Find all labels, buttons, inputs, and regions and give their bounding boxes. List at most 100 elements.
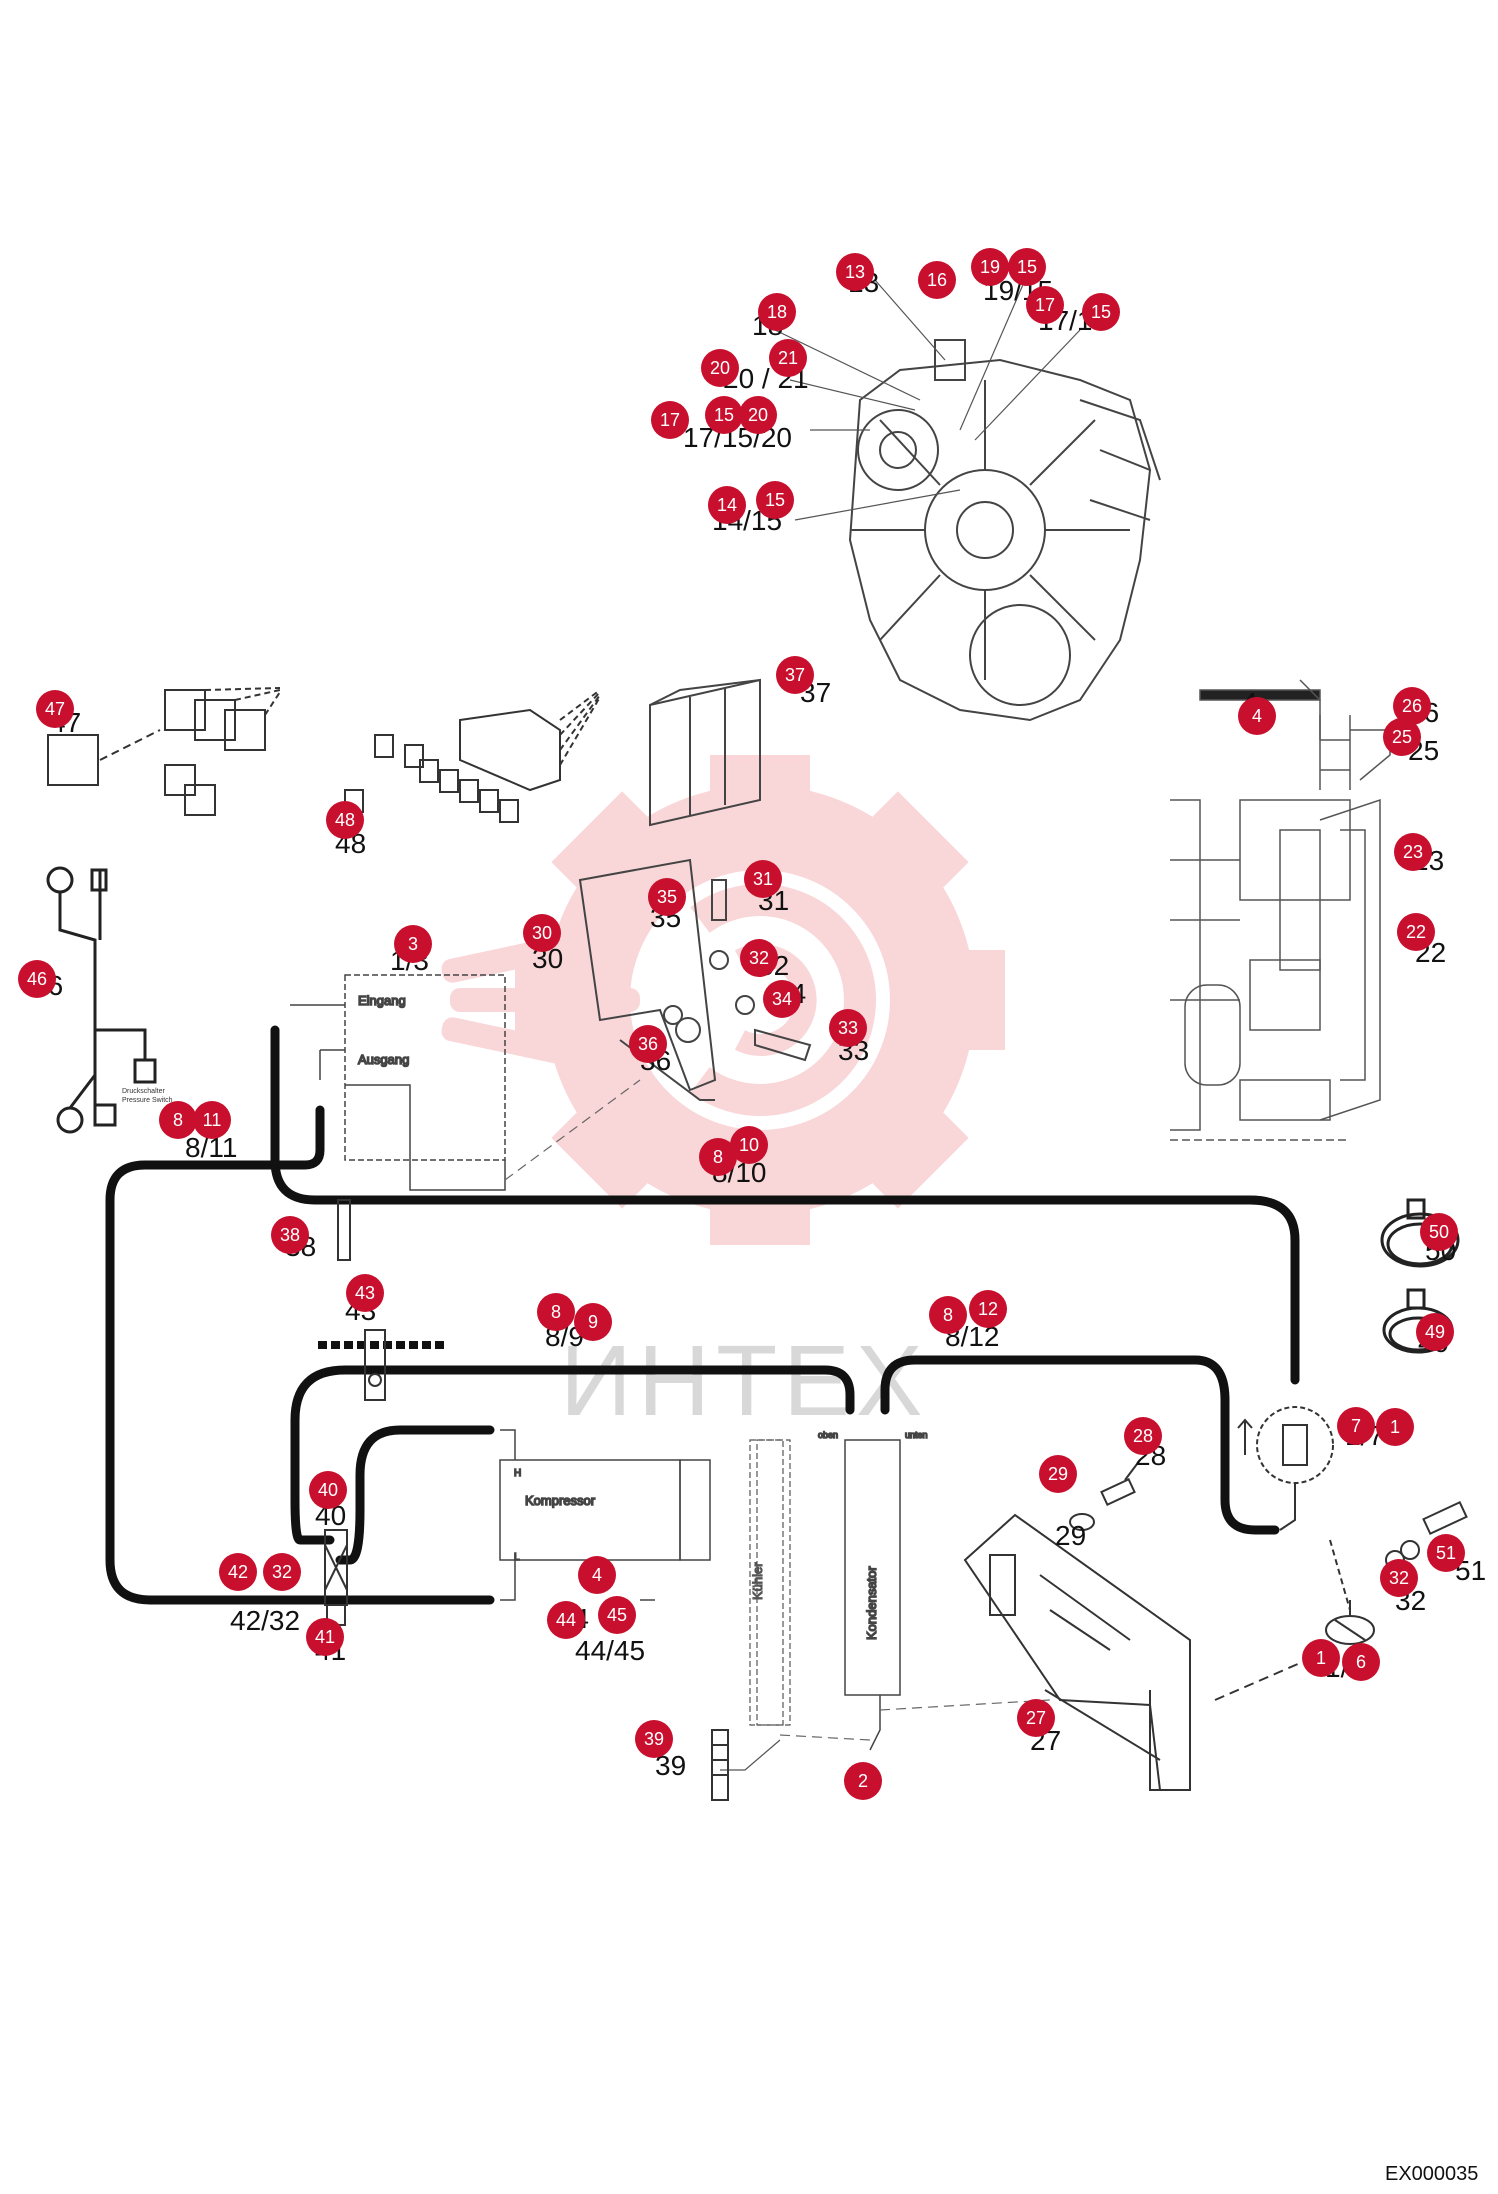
- callout-badge[interactable]: 2: [844, 1762, 882, 1800]
- callout-badge[interactable]: 20: [739, 396, 777, 434]
- callout-badge-circle[interactable]: [651, 401, 689, 439]
- callout-badge-number[interactable]: 42: [228, 1562, 248, 1582]
- callout-badge-number[interactable]: 35: [657, 887, 677, 907]
- callout-badge-number[interactable]: 6: [1356, 1652, 1366, 1672]
- callout-badge-number[interactable]: 15: [1017, 257, 1037, 277]
- callout-badge[interactable]: 20: [701, 349, 739, 387]
- callout-badge[interactable]: 12: [969, 1290, 1007, 1328]
- callout-badge-circle[interactable]: [1394, 833, 1432, 871]
- callout-badge[interactable]: 4: [1238, 697, 1276, 735]
- callout-badge-number[interactable]: 36: [638, 1034, 658, 1054]
- callout-badge-circle[interactable]: [648, 878, 686, 916]
- callout-badge-circle[interactable]: [758, 293, 796, 331]
- callout-badge-circle[interactable]: [598, 1596, 636, 1634]
- callout-badge-circle[interactable]: [769, 339, 807, 377]
- callout-badge-circle[interactable]: [346, 1274, 384, 1312]
- callout-badge-number[interactable]: 29: [1048, 1464, 1068, 1484]
- callout-badge[interactable]: 4: [578, 1556, 616, 1594]
- callout-badge-circle[interactable]: [574, 1303, 612, 1341]
- callout-badge[interactable]: 10: [730, 1126, 768, 1164]
- callout-badge[interactable]: 16: [918, 261, 956, 299]
- callout-badge-number[interactable]: 47: [45, 699, 65, 719]
- callout-badge[interactable]: 40: [309, 1471, 347, 1509]
- callout-badge-circle[interactable]: [756, 481, 794, 519]
- callout-badge[interactable]: 46: [18, 960, 56, 998]
- callout-badge-circle[interactable]: [1302, 1639, 1340, 1677]
- callout-badge-number[interactable]: 2: [858, 1771, 868, 1791]
- callout-badge[interactable]: 33: [829, 1009, 867, 1047]
- callout-badge-circle[interactable]: [159, 1101, 197, 1139]
- callout-badge-circle[interactable]: [537, 1293, 575, 1331]
- callout-badge-circle[interactable]: [1008, 248, 1046, 286]
- callout-badge[interactable]: 47: [36, 690, 74, 728]
- callout-badge-number[interactable]: 39: [644, 1729, 664, 1749]
- callout-badge-circle[interactable]: [739, 396, 777, 434]
- callout-badge-circle[interactable]: [1427, 1534, 1465, 1572]
- callout-badge-number[interactable]: 37: [785, 665, 805, 685]
- callout-badge-circle[interactable]: [193, 1101, 231, 1139]
- callout-badge-circle[interactable]: [1342, 1643, 1380, 1681]
- callout-badge-circle[interactable]: [708, 486, 746, 524]
- callout-badge[interactable]: 34: [763, 980, 801, 1018]
- callout-badge-number[interactable]: 15: [714, 405, 734, 425]
- callout-badge[interactable]: 32: [1380, 1559, 1418, 1597]
- callout-badge-circle[interactable]: [1082, 293, 1120, 331]
- callout-badge-circle[interactable]: [1017, 1699, 1055, 1737]
- callout-badge[interactable]: 15: [705, 396, 743, 434]
- callout-badge-number[interactable]: 1: [1390, 1417, 1400, 1437]
- callout-badge-circle[interactable]: [578, 1556, 616, 1594]
- callout-badge[interactable]: 35: [648, 878, 686, 916]
- callout-badge-number[interactable]: 16: [927, 270, 947, 290]
- callout-badge-number[interactable]: 23: [1403, 842, 1423, 862]
- callout-badge-circle[interactable]: [1420, 1213, 1458, 1251]
- callout-badge[interactable]: 8: [159, 1101, 197, 1139]
- callout-badge-circle[interactable]: [1383, 718, 1421, 756]
- callout-badge-number[interactable]: 30: [532, 923, 552, 943]
- callout-badge[interactable]: 15: [1082, 293, 1120, 331]
- callout-badge-circle[interactable]: [971, 248, 1009, 286]
- callout-badge-number[interactable]: 17: [660, 410, 680, 430]
- callout-badge-number[interactable]: 1: [1316, 1648, 1326, 1668]
- callout-badge[interactable]: 23: [1394, 833, 1432, 871]
- callout-badge[interactable]: 44: [547, 1601, 585, 1639]
- callout-badge-number[interactable]: 20: [710, 358, 730, 378]
- callout-badge-circle[interactable]: [1238, 697, 1276, 735]
- callout-badge[interactable]: 28: [1124, 1417, 1162, 1455]
- callout-badge[interactable]: 41: [306, 1618, 344, 1656]
- callout-badge-number[interactable]: 26: [1402, 696, 1422, 716]
- callout-badge-circle[interactable]: [763, 980, 801, 1018]
- callout-badge-circle[interactable]: [844, 1762, 882, 1800]
- callout-badge-number[interactable]: 34: [772, 989, 792, 1009]
- callout-badge-number[interactable]: 12: [978, 1299, 998, 1319]
- callout-badge-number[interactable]: 49: [1425, 1322, 1445, 1342]
- callout-badge-number[interactable]: 8: [551, 1302, 561, 1322]
- callout-badge[interactable]: 25: [1383, 718, 1421, 756]
- callout-badge[interactable]: 48: [326, 801, 364, 839]
- callout-badge-circle[interactable]: [776, 656, 814, 694]
- callout-badge-circle[interactable]: [918, 261, 956, 299]
- callout-badge-number[interactable]: 10: [739, 1135, 759, 1155]
- callout-badge[interactable]: 42: [219, 1553, 257, 1591]
- callout-badge-number[interactable]: 8: [173, 1110, 183, 1130]
- callout-badge[interactable]: 38: [271, 1216, 309, 1254]
- callout-badge-circle[interactable]: [306, 1618, 344, 1656]
- callout-badge-circle[interactable]: [1397, 913, 1435, 951]
- callout-badge[interactable]: 37: [776, 656, 814, 694]
- callout-badge-number[interactable]: 25: [1392, 727, 1412, 747]
- callout-badge-circle[interactable]: [547, 1601, 585, 1639]
- callout-badge[interactable]: 8: [929, 1296, 967, 1334]
- callout-badge[interactable]: 15: [1008, 248, 1046, 286]
- callout-badge-number[interactable]: 50: [1429, 1222, 1449, 1242]
- callout-badge-circle[interactable]: [263, 1553, 301, 1591]
- callout-badge[interactable]: 43: [346, 1274, 384, 1312]
- callout-badge[interactable]: 6: [1342, 1643, 1380, 1681]
- callout-badge[interactable]: 1: [1376, 1408, 1414, 1446]
- callout-badge-circle[interactable]: [326, 801, 364, 839]
- callout-badge-number[interactable]: 21: [778, 348, 798, 368]
- callout-badge-circle[interactable]: [1124, 1417, 1162, 1455]
- callout-badge-number[interactable]: 15: [1091, 302, 1111, 322]
- callout-badge[interactable]: 17: [651, 401, 689, 439]
- callout-badge-circle[interactable]: [1026, 286, 1064, 324]
- callout-badge[interactable]: 45: [598, 1596, 636, 1634]
- callout-badge[interactable]: 19: [971, 248, 1009, 286]
